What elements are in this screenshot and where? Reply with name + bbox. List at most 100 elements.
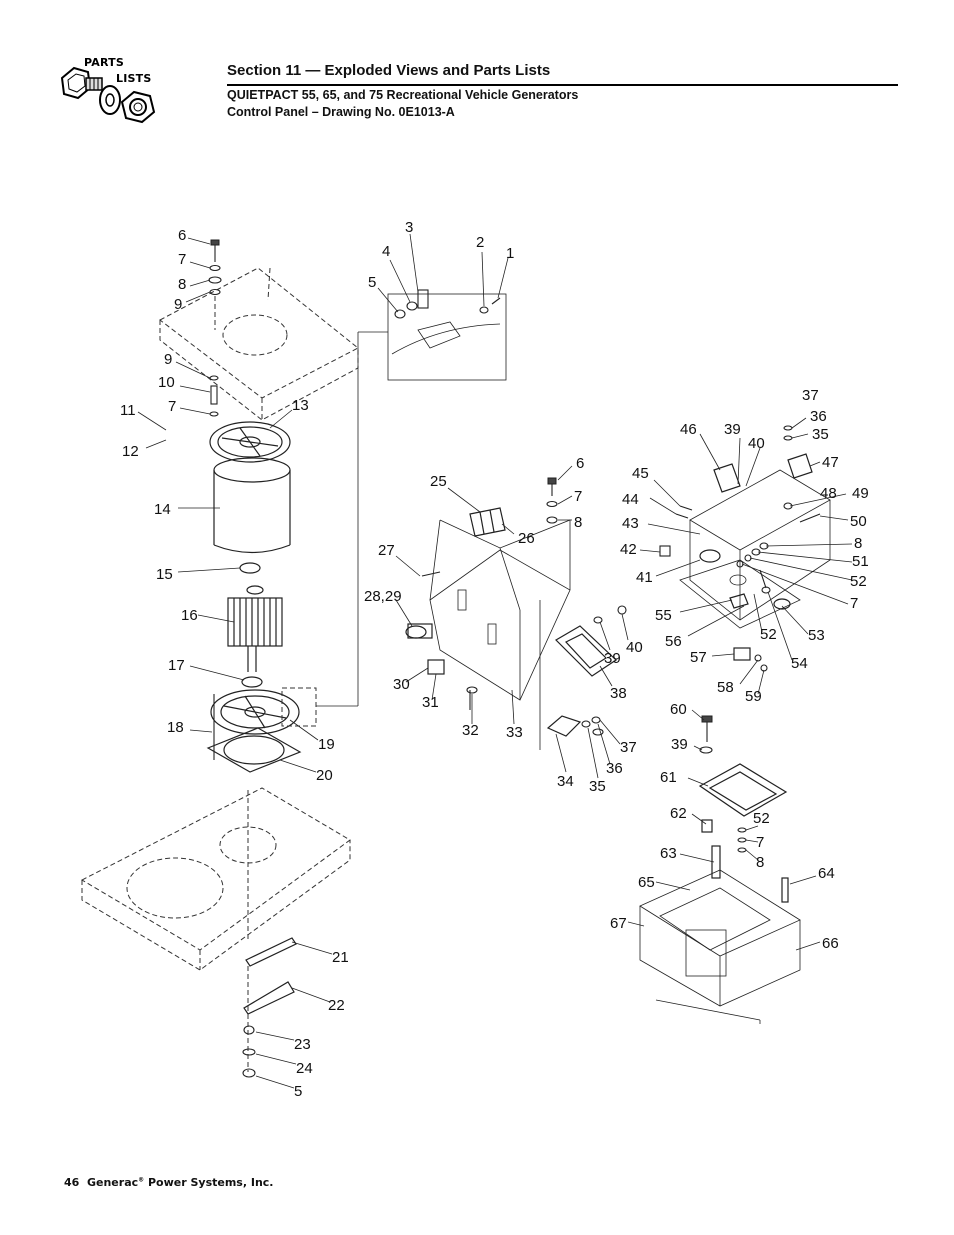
logo-lists-word: LISTS: [116, 72, 152, 85]
callout: 22: [328, 997, 345, 1014]
parts-lists-logo: PARTS LISTS: [56, 54, 160, 132]
callout: 7: [178, 251, 186, 268]
callout: 1: [506, 245, 514, 262]
callout: 63: [660, 845, 677, 862]
callout: 5: [368, 274, 376, 291]
callout: 36: [606, 760, 623, 777]
callout: 11: [120, 402, 136, 419]
callout: 56: [665, 633, 682, 650]
section-title: Section 11 — Exploded Views and Parts Li…: [227, 62, 551, 79]
callout: 52: [850, 573, 867, 590]
callout: 64: [818, 865, 835, 882]
callout: 41: [636, 569, 653, 586]
callout: 8: [574, 514, 582, 531]
lower-right-assembly: [639, 715, 801, 1024]
company-name: Generac: [86, 1176, 139, 1189]
callout: 40: [748, 435, 765, 452]
document-subtitle: QUIETPACT 55, 65, and 75 Recreational Ve…: [227, 88, 579, 102]
gasket: [206, 727, 302, 773]
rotor: [227, 585, 283, 688]
terminal-block: [469, 507, 506, 537]
bearing: [239, 562, 261, 574]
callout: 43: [622, 515, 639, 532]
callout: 14: [154, 501, 171, 518]
control-panel-frame: [429, 519, 571, 750]
callout: 24: [296, 1060, 313, 1077]
callout: 6: [178, 227, 186, 244]
callout: 58: [717, 679, 734, 696]
callout: 61: [660, 769, 677, 786]
callout: 34: [557, 773, 574, 790]
callout: 37: [620, 739, 637, 756]
callout: 6: [576, 455, 584, 472]
top-plate: [159, 267, 359, 421]
callout: 66: [822, 935, 839, 952]
callout: 33: [506, 724, 523, 741]
top-hardware: [208, 239, 222, 417]
callout: 57: [690, 649, 707, 666]
washer-24: [242, 1048, 256, 1056]
leader-lines: [137, 233, 853, 1089]
fan-housing-top: [209, 421, 291, 463]
detail-inset: [316, 289, 507, 707]
callout: 10: [158, 374, 175, 391]
callout: 12: [122, 443, 139, 460]
callout: 37: [802, 387, 819, 404]
page-footer: 46 Generac® Power Systems, Inc.: [64, 1176, 273, 1189]
bracket-22: [243, 981, 295, 1015]
callout: 53: [808, 627, 825, 644]
callout: 4: [382, 243, 390, 260]
callout: 19: [318, 736, 335, 753]
callout: 36: [810, 408, 827, 425]
company-name-rest: Power Systems, Inc.: [147, 1176, 274, 1189]
callout: 40: [626, 639, 643, 656]
callout: 45: [632, 465, 649, 482]
callout: 7: [574, 488, 582, 505]
callout: 42: [620, 541, 637, 558]
callout: 59: [745, 688, 762, 705]
callout: 27: [378, 542, 395, 559]
callout: 44: [622, 491, 639, 508]
drawing-title: Control Panel – Drawing No. 0E1013-A: [227, 105, 455, 119]
relay-46: [713, 463, 741, 493]
callout: 39: [724, 421, 741, 438]
callout: 13: [292, 397, 309, 414]
callout: 55: [655, 607, 672, 624]
callout: 8: [756, 854, 764, 871]
callout: 52: [753, 810, 770, 827]
callout: 18: [167, 719, 184, 736]
nut-5: [242, 1068, 256, 1078]
callout: 46: [680, 421, 697, 438]
logo-parts-word: PARTS: [84, 56, 124, 69]
callout: 54: [791, 655, 808, 672]
callout: 8: [178, 276, 186, 293]
callout: 17: [168, 657, 185, 674]
callout: 25: [430, 473, 447, 490]
callout: 16: [181, 607, 198, 624]
callout: 9: [174, 296, 182, 313]
base-frame: [80, 787, 351, 971]
callout: 7: [168, 398, 176, 415]
callout: 26: [518, 530, 535, 547]
nut-and-bolt-icon: [60, 66, 156, 124]
callout: 39: [671, 736, 688, 753]
callout: 28,29: [364, 588, 402, 605]
stator-can: [213, 457, 291, 554]
callout: 35: [812, 426, 829, 443]
callout: 51: [852, 553, 869, 570]
callout: 60: [670, 701, 687, 718]
callout: 23: [294, 1036, 311, 1053]
callout: 9: [164, 351, 172, 368]
callout: 21: [332, 949, 349, 966]
callout: 7: [756, 834, 764, 851]
bracket-34: [546, 605, 627, 737]
callout: 32: [462, 722, 479, 739]
callout: 62: [670, 805, 687, 822]
registered-mark: ®: [138, 1176, 145, 1184]
callout: 39: [604, 650, 621, 667]
callout: 65: [638, 874, 655, 891]
callout: 35: [589, 778, 606, 795]
callout: 52: [760, 626, 777, 643]
callout: 2: [476, 234, 484, 251]
